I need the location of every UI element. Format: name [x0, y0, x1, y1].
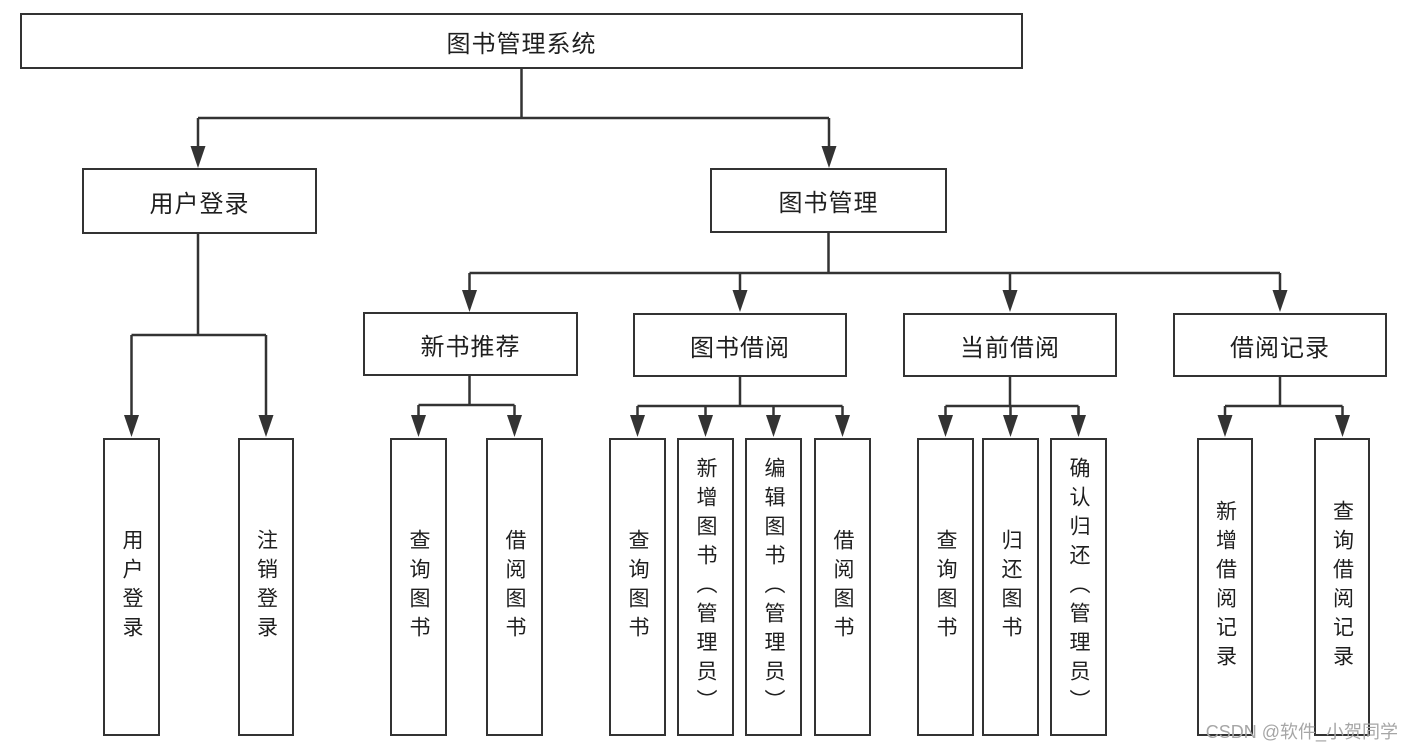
node-book-management: 图书管理: [710, 168, 947, 233]
leaf-return-books-label: 归还图书: [999, 529, 1022, 645]
node-new-book-recommendation: 新书推荐: [363, 312, 578, 376]
leaf-borrow-books-label: 借阅图书: [831, 529, 854, 645]
leaf-add-books-admin: 新增图书（管理员）: [677, 438, 734, 736]
leaf-return-books: 归还图书: [982, 438, 1039, 736]
leaf-add-borrow-record-label: 新增借阅记录: [1213, 500, 1237, 674]
leaf-query-books-current-label: 查询图书: [934, 529, 957, 645]
leaf-borrow-books-recommend-label: 借阅图书: [503, 529, 526, 645]
leaf-query-borrow-record-label: 查询借阅记录: [1330, 500, 1354, 674]
node-borrowing-records: 借阅记录: [1173, 313, 1387, 377]
leaf-confirm-return-admin-label: 确认归还（管理员）: [1067, 456, 1090, 718]
leaf-query-books-current: 查询图书: [917, 438, 974, 736]
watermark-text: CSDN @软件_小贺同学: [1205, 722, 1398, 742]
node-library-management-system: 图书管理系统: [20, 13, 1023, 69]
leaf-query-books-borrow-label: 查询图书: [626, 529, 649, 645]
node-current-borrowing: 当前借阅: [903, 313, 1117, 377]
leaf-add-borrow-record: 新增借阅记录: [1197, 438, 1253, 736]
leaf-user-login-label: 用户登录: [120, 529, 143, 645]
leaf-logout-label: 注销登录: [254, 529, 278, 645]
leaf-logout: 注销登录: [238, 438, 294, 736]
node-user-login: 用户登录: [82, 168, 317, 234]
leaf-borrow-books: 借阅图书: [814, 438, 871, 736]
leaf-query-books-borrow: 查询图书: [609, 438, 666, 736]
leaf-user-login: 用户登录: [103, 438, 160, 736]
leaf-query-borrow-record: 查询借阅记录: [1314, 438, 1370, 736]
leaf-query-books-recommend: 查询图书: [390, 438, 447, 736]
node-book-borrowing: 图书借阅: [633, 313, 847, 377]
leaf-edit-books-admin-label: 编辑图书（管理员）: [762, 456, 785, 718]
leaf-add-books-admin-label: 新增图书（管理员）: [694, 456, 717, 718]
leaf-edit-books-admin: 编辑图书（管理员）: [745, 438, 802, 736]
leaf-query-books-recommend-label: 查询图书: [407, 529, 430, 645]
leaf-confirm-return-admin: 确认归还（管理员）: [1050, 438, 1107, 736]
leaf-borrow-books-recommend: 借阅图书: [486, 438, 543, 736]
